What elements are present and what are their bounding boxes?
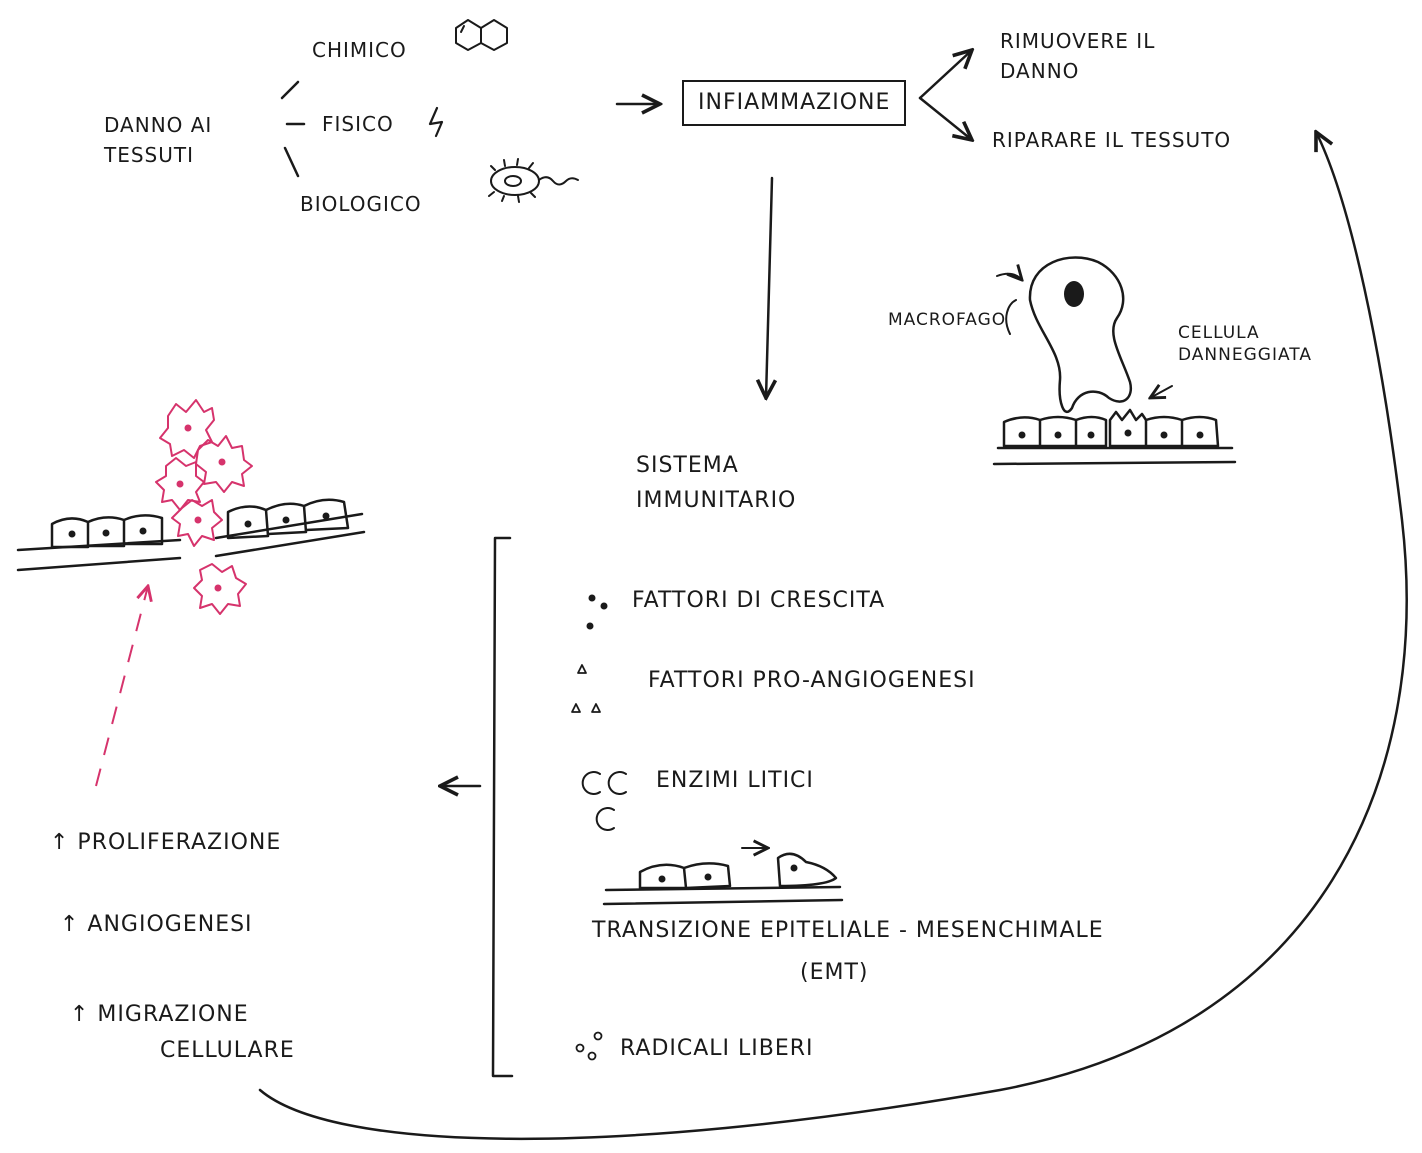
inflammation-box: INFIAMMAZIONE [682, 80, 907, 126]
repair-tissue-label: RIPARARE IL TESSUTO [992, 128, 1232, 152]
lightning-icon [428, 106, 444, 138]
effect-migration-cellular: CELLULARE [160, 1038, 295, 1063]
factor-emt-abbrev: (EMT) [800, 960, 869, 985]
macrophage-illustration [996, 256, 1173, 414]
physical-label: FISICO [322, 112, 394, 136]
effect-angiogenesis: ↑ ANGIOGENESI [60, 912, 253, 937]
growth-factor-icon [586, 594, 608, 630]
biological-label: BIOLOGICO [300, 192, 422, 216]
arrow-to-immune-system [766, 176, 772, 398]
macrophage-pointer [996, 274, 1022, 280]
arrow-to-repair-tissue [918, 96, 972, 140]
chemical-label: CHIMICO [312, 38, 407, 62]
factor-emt: TRANSIZIONE EPITELIALE - MESENCHIMALE [592, 918, 1104, 943]
epithelium-left [16, 498, 366, 572]
branch-line-biological [283, 146, 300, 178]
hexagon-molecule-icon [455, 19, 508, 51]
emt-illustration [602, 848, 844, 906]
factor-free-radicals: RADICALI LIBERI [620, 1036, 814, 1061]
macrophage-label: MACROFAGO [888, 310, 1007, 330]
factor-pro-angiogenesis: FATTORI PRO-ANGIOGENESI [648, 668, 976, 693]
free-radicals-icon [575, 1031, 603, 1061]
tissue-damage-label: DANNO AI TESSUTI [104, 113, 213, 167]
damaged-cell-label: CELLULA DANNEGGIATA [1178, 323, 1312, 366]
migrating-cells [95, 399, 253, 787]
immune-system-label: SISTEMA IMMUNITARIO [636, 453, 797, 514]
damaged-cell-pointer [1150, 386, 1173, 398]
branch-line-chemical [280, 80, 300, 100]
feedback-loop-arrow [258, 132, 1408, 1141]
arrow-to-remove-damage [918, 50, 972, 100]
epithelium-right [992, 408, 1237, 466]
effect-migration: ↑ MIGRAZIONE [70, 1002, 249, 1027]
remove-damage-label: RIMUOVERE IL DANNO [1000, 29, 1156, 83]
pro-angiogenesis-icon [571, 664, 601, 713]
microbe-icon [488, 158, 579, 203]
factor-lytic-enzymes: ENZIMI LITICI [656, 768, 814, 793]
effect-proliferation: ↑ PROLIFERAZIONE [50, 830, 282, 855]
lytic-enzyme-icon [581, 771, 627, 831]
migration-path [95, 586, 148, 787]
factor-growth: FATTORI DI CRESCITA [632, 588, 886, 613]
factors-bracket [491, 536, 514, 1078]
